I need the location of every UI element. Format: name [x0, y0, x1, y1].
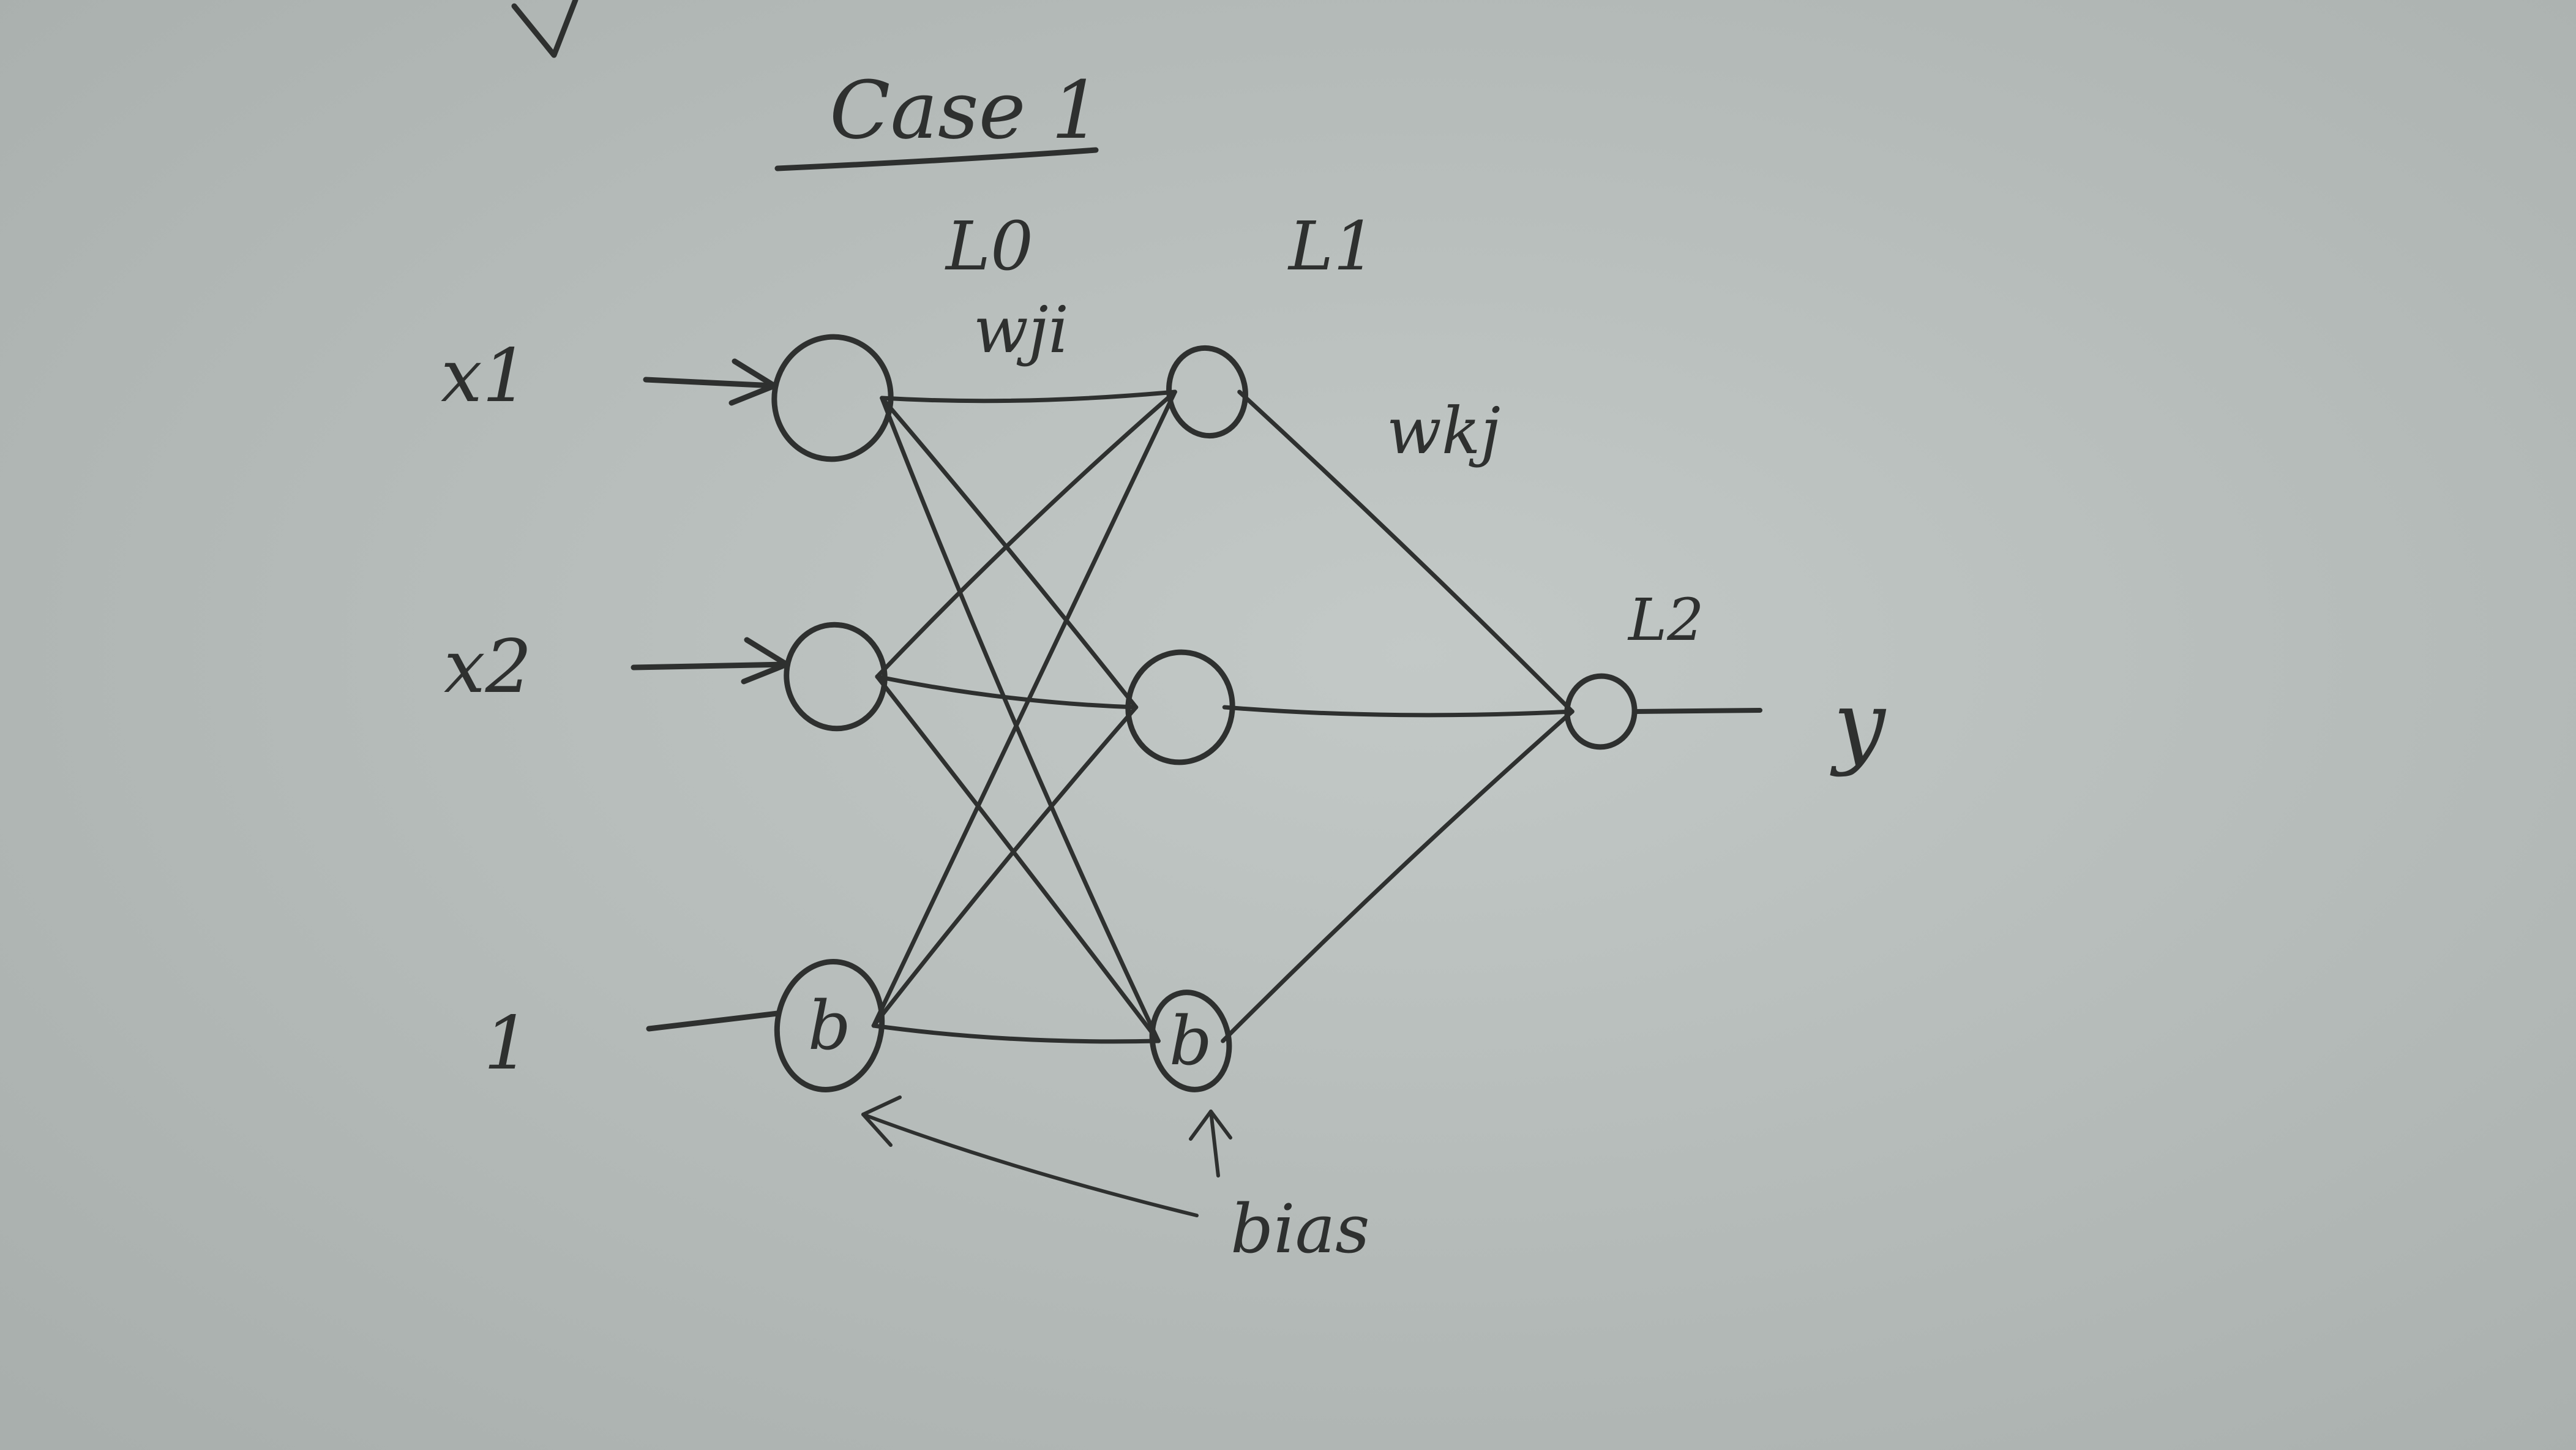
- node-circle-hb: [1149, 990, 1232, 1092]
- node-in1: [771, 334, 894, 462]
- bias-pointer-input-head: [861, 1095, 902, 1147]
- check-mark-icon: [511, 0, 578, 58]
- input-label-x1: x1: [441, 334, 529, 419]
- node-circle-h1: [1166, 345, 1248, 439]
- node-h2: [1125, 649, 1235, 765]
- input-arrow-x1: [643, 377, 777, 389]
- bias-pointer-input: [861, 1113, 1199, 1217]
- edge-inb-hb: [871, 1023, 1161, 1044]
- edge-h1-out: [1237, 389, 1574, 714]
- edge-layer: [871, 389, 1574, 1044]
- bias-pointer-hidden-head: [1189, 1110, 1232, 1141]
- output-label: y: [1830, 672, 1887, 778]
- weight-label-hidden-output: wkj: [1387, 394, 1500, 468]
- edge-in2-h2: [875, 674, 1139, 710]
- layer-label-L0: L0: [945, 207, 1033, 285]
- diagram-title: Case 1: [829, 64, 1102, 157]
- input-label-one: 1: [484, 1001, 530, 1086]
- layer-label-L2: L2: [1627, 587, 1704, 654]
- node-circle-out: [1564, 673, 1638, 750]
- layer-label-L1: L1: [1287, 207, 1376, 285]
- node-circle-h2: [1125, 649, 1235, 765]
- edge-in1-h1: [880, 389, 1177, 404]
- output-line: [1632, 708, 1762, 714]
- edge-inb-h2: [871, 705, 1139, 1028]
- node-circle-in2: [784, 622, 888, 732]
- node-label-inb: b: [808, 986, 851, 1065]
- node-h1: [1166, 345, 1248, 439]
- node-out: [1564, 673, 1638, 750]
- bias-pointer-hidden: [1209, 1110, 1220, 1178]
- edge-hb-out: [1221, 709, 1574, 1043]
- node-hb: b: [1149, 990, 1232, 1092]
- bias-annotation-label: bias: [1230, 1190, 1370, 1268]
- edge-h2-out: [1222, 705, 1574, 718]
- node-label-hb: b: [1169, 1002, 1212, 1080]
- node-circle-in1: [771, 334, 894, 462]
- node-circle-inb: [774, 959, 885, 1092]
- input-label-x2: x2: [444, 625, 532, 710]
- weight-label-input-hidden: wji: [973, 293, 1069, 367]
- node-inb: b: [774, 959, 885, 1092]
- arrow-layer: [631, 358, 1762, 1217]
- title-underline: [774, 147, 1099, 171]
- input-arrow-x2: [631, 661, 790, 671]
- input-line-one: [646, 1010, 781, 1032]
- edge-in2-hb: [875, 674, 1161, 1043]
- edge-in2-h1: [875, 389, 1177, 679]
- edge-inb-h1: [871, 389, 1177, 1028]
- node-in2: [784, 622, 888, 732]
